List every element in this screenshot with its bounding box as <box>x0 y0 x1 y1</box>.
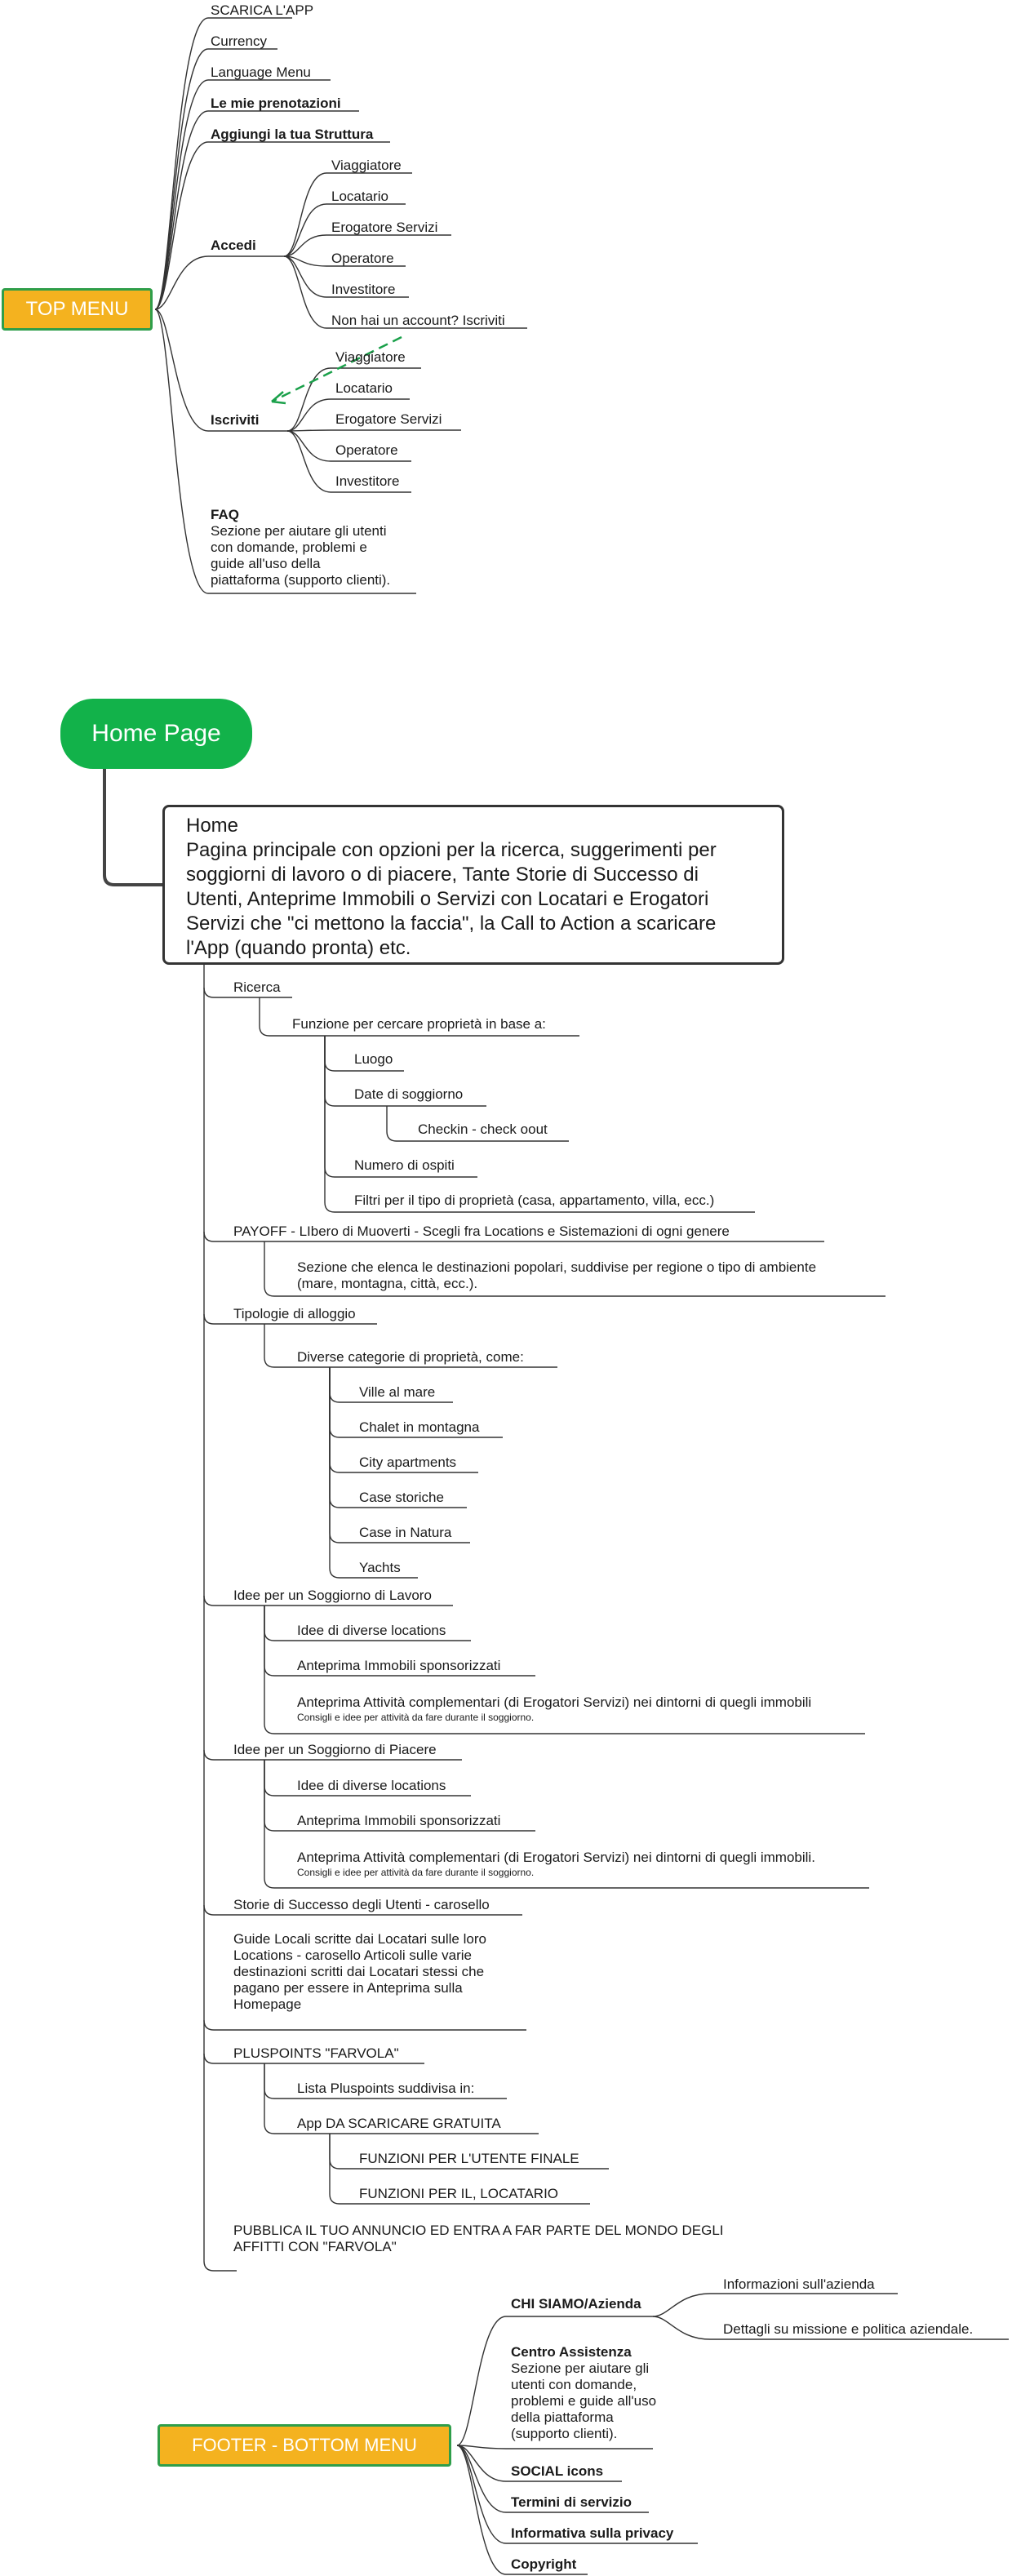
footer-dettagli[interactable]: Dettagli su missione e politica aziendal… <box>723 2321 974 2337</box>
node-tipologie-categorie[interactable]: Diverse categorie di proprietà, come: <box>297 1349 524 1365</box>
node-filtri[interactable]: Filtri per il tipo di proprietà (casa, a… <box>354 1193 715 1208</box>
top-menu-label: TOP MENU <box>25 298 129 320</box>
footer-node[interactable]: FOOTER - BOTTOM MENU <box>158 2424 451 2467</box>
centro-line: (supporto clienti). <box>511 2426 618 2441</box>
node-lavoro-anteprima[interactable]: Anteprima Immobili sponsorizzati <box>297 1658 501 1673</box>
node-guide[interactable]: Guide Locali scritte dai Locatari sulle … <box>233 1931 486 2013</box>
node-city[interactable]: City apartments <box>359 1455 457 1470</box>
home-description-box: Home Pagina principale con opzioni per l… <box>162 805 784 965</box>
accedi-locatario[interactable]: Locatario <box>331 189 388 204</box>
guide-line: pagano per essere in Anteprima sulla <box>233 1980 463 1996</box>
faq-line: Sezione per aiutare gli utenti <box>211 523 387 539</box>
guide-line: Guide Locali scritte dai Locatari sulle … <box>233 1931 486 1947</box>
node-piacere-anteprima[interactable]: Anteprima Immobili sponsorizzati <box>297 1813 501 1828</box>
menu-item-faq[interactable]: FAQ Sezione per aiutare gli utenti con d… <box>211 507 390 588</box>
home-box-line: Home <box>186 815 239 837</box>
centro-title: Centro Assistenza <box>511 2344 632 2360</box>
footer-label: FOOTER - BOTTOM MENU <box>192 2435 417 2455</box>
centro-line: della piattaforma <box>511 2409 614 2425</box>
node-storie[interactable]: Storie di Successo degli Utenti - carose… <box>233 1897 490 1912</box>
home-page-label: Home Page <box>91 720 221 747</box>
node-funzioni-utente[interactable]: FUNZIONI PER L'UTENTE FINALE <box>359 2151 579 2166</box>
node-ricerca-funzione[interactable]: Funzione per cercare proprietà in base a… <box>292 1016 546 1032</box>
node-piacere[interactable]: Idee per un Soggiorno di Piacere <box>233 1742 437 1757</box>
guide-line: Homepage <box>233 1996 302 2012</box>
menu-item-prenotazioni[interactable]: Le mie prenotazioni <box>211 95 341 111</box>
iscriviti-erogatore[interactable]: Erogatore Servizi <box>335 411 442 427</box>
node-piacere-locations[interactable]: Idee di diverse locations <box>297 1778 446 1793</box>
payoff-line: Sezione che elenca le destinazioni popol… <box>297 1259 817 1275</box>
home-page-node[interactable]: Home Page <box>60 699 252 769</box>
accedi-erogatore[interactable]: Erogatore Servizi <box>331 220 438 235</box>
menu-item-currency[interactable]: Currency <box>211 33 267 49</box>
guide-line: destinazioni scritti dai Locatari stessi… <box>233 1964 485 1979</box>
node-pluspoints-lista[interactable]: Lista Pluspoints suddivisa in: <box>297 2081 475 2096</box>
node-funzioni-locatario[interactable]: FUNZIONI PER IL, LOCATARIO <box>359 2186 559 2201</box>
node-piacere-attivita[interactable]: Anteprima Attività complementari (di Ero… <box>297 1850 815 1865</box>
faq-line: piattaforma (supporto clienti). <box>211 572 391 588</box>
node-yachts[interactable]: Yachts <box>359 1560 401 1575</box>
accedi-iscriviti-link[interactable]: Non hai un account? Iscriviti <box>331 313 505 328</box>
node-pubblica[interactable]: PUBBLICA IL TUO ANNUNCIO ED ENTRA A FAR … <box>233 2223 724 2255</box>
footer-copyright[interactable]: Copyright <box>511 2556 577 2572</box>
accedi-viaggiatore[interactable]: Viaggiatore <box>331 158 402 173</box>
centro-line: utenti con domande, <box>511 2377 637 2392</box>
node-ville[interactable]: Ville al mare <box>359 1384 436 1400</box>
home-box-line: l'App (quando pronta) etc. <box>186 937 411 959</box>
node-pluspoints-app[interactable]: App DA SCARICARE GRATUITA <box>297 2116 501 2131</box>
menu-item-iscriviti[interactable]: Iscriviti <box>211 412 260 428</box>
menu-item-scarica[interactable]: SCARICA L'APP <box>211 2 314 18</box>
node-lavoro-attivita[interactable]: Anteprima Attività complementari (di Ero… <box>297 1694 812 1710</box>
faq-title: FAQ <box>211 507 239 522</box>
payoff-line: (mare, montagna, città, ecc.). <box>297 1276 478 1291</box>
centro-line: problemi e guide all'uso <box>511 2393 657 2409</box>
centro-line: Sezione per aiutare gli <box>511 2361 650 2376</box>
node-case-storiche[interactable]: Case storiche <box>359 1490 444 1505</box>
top-menu-node[interactable]: TOP MENU <box>2 288 153 331</box>
accedi-operatore[interactable]: Operatore <box>331 251 394 266</box>
footer-privacy[interactable]: Informativa sulla privacy <box>511 2525 674 2541</box>
menu-item-accedi[interactable]: Accedi <box>211 238 256 253</box>
footer-info-azienda[interactable]: Informazioni sull'azienda <box>723 2276 875 2292</box>
node-piacere-note: Consigli e idee per attività da fare dur… <box>297 1867 535 1878</box>
footer-chi-siamo[interactable]: CHI SIAMO/Azienda <box>511 2296 641 2312</box>
guide-line: Locations - carosello Articoli sulle var… <box>233 1948 472 1963</box>
footer-termini[interactable]: Termini di servizio <box>511 2494 632 2510</box>
node-chalet[interactable]: Chalet in montagna <box>359 1419 480 1435</box>
node-checkin[interactable]: Checkin - check oout <box>418 1121 548 1137</box>
footer-centro-assistenza[interactable]: Centro Assistenza Sezione per aiutare gl… <box>511 2344 656 2442</box>
menu-item-aggiungi[interactable]: Aggiungi la tua Struttura <box>211 127 374 142</box>
node-lavoro-note: Consigli e idee per attività da fare dur… <box>297 1712 535 1723</box>
node-payoff[interactable]: PAYOFF - LIbero di Muoverti - Scegli fra… <box>233 1224 730 1239</box>
menu-item-language[interactable]: Language Menu <box>211 64 311 80</box>
node-date[interactable]: Date di soggiorno <box>354 1086 464 1102</box>
faq-line: guide all'uso della <box>211 556 321 571</box>
pubblica-line: AFFITTI CON "FARVOLA" <box>233 2239 397 2254</box>
node-case-natura[interactable]: Case in Natura <box>359 1525 452 1540</box>
home-box-line: Utenti, Anteprime Immobili o Servizi con… <box>186 888 709 910</box>
iscriviti-viaggiatore[interactable]: Viaggiatore <box>335 349 406 365</box>
node-luogo[interactable]: Luogo <box>354 1051 393 1067</box>
node-payoff-sezione[interactable]: Sezione che elenca le destinazioni popol… <box>297 1259 816 1292</box>
node-tipologie[interactable]: Tipologie di alloggio <box>233 1306 356 1321</box>
iscriviti-operatore[interactable]: Operatore <box>335 442 398 458</box>
node-lavoro-locations[interactable]: Idee di diverse locations <box>297 1623 446 1638</box>
node-lavoro[interactable]: Idee per un Soggiorno di Lavoro <box>233 1588 432 1603</box>
node-ospiti[interactable]: Numero di ospiti <box>354 1157 455 1173</box>
pubblica-line: PUBBLICA IL TUO ANNUNCIO ED ENTRA A FAR … <box>233 2223 724 2238</box>
iscriviti-arrow <box>271 335 402 405</box>
iscriviti-locatario[interactable]: Locatario <box>335 380 393 396</box>
node-ricerca[interactable]: Ricerca <box>233 979 281 995</box>
iscriviti-investitore[interactable]: Investitore <box>335 473 400 489</box>
home-box-line: Pagina principale con opzioni per la ric… <box>186 839 717 861</box>
footer-social[interactable]: SOCIAL icons <box>511 2463 604 2479</box>
home-box-line: Servizi che "ci mettono la faccia", la C… <box>186 913 717 935</box>
node-pluspoints[interactable]: PLUSPOINTS "FARVOLA" <box>233 2045 399 2061</box>
accedi-investitore[interactable]: Investitore <box>331 282 396 297</box>
faq-line: con domande, problemi e <box>211 540 367 555</box>
home-box-line: soggiorni di lavoro o di piacere, Tante … <box>186 864 699 886</box>
